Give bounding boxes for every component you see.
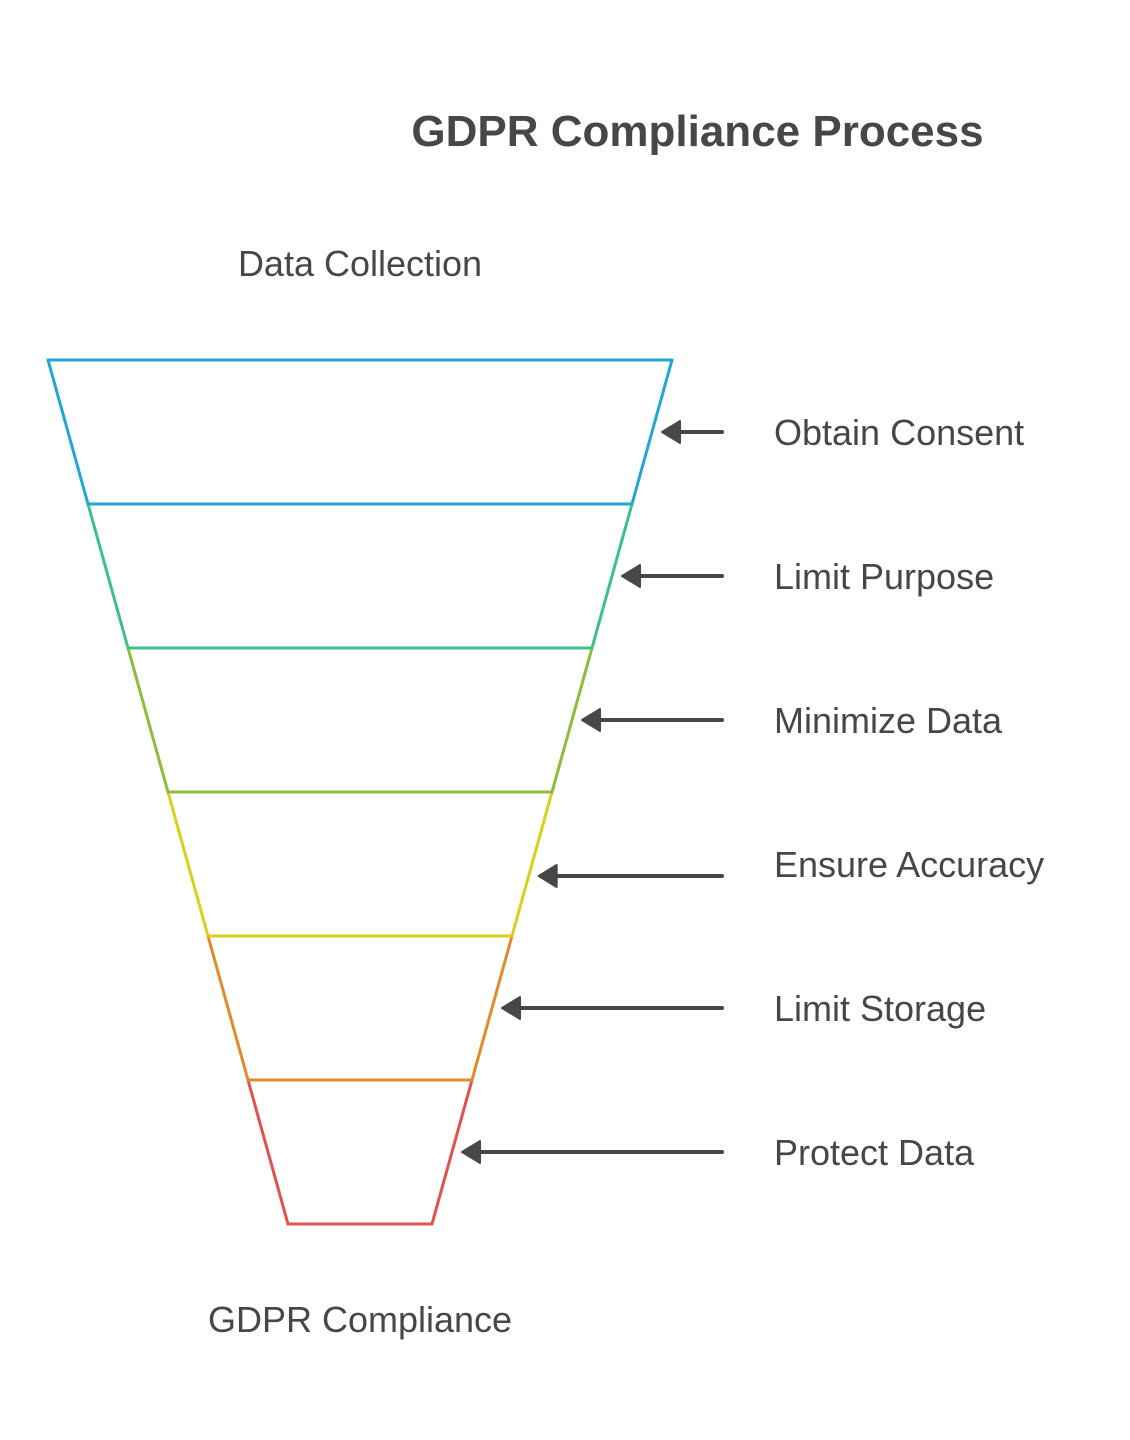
funnel-arrows xyxy=(461,420,724,1164)
funnel-stage-label: Limit Storage xyxy=(774,988,986,1029)
funnel-stage-right-edge xyxy=(550,646,594,794)
funnel-stage-right-edge xyxy=(470,934,514,1082)
funnel-stage-left-edge xyxy=(206,934,250,1082)
funnel-stage-right-edge xyxy=(630,358,674,506)
arrow-head-icon xyxy=(537,864,558,888)
arrow-head-icon xyxy=(621,564,641,588)
arrow-head-icon xyxy=(661,420,681,444)
funnel-stage-left-edge xyxy=(86,502,130,650)
funnel-stage-left-edge xyxy=(246,1078,290,1226)
funnel-stage-label: Minimize Data xyxy=(774,700,1003,741)
funnel-stage-left-edge xyxy=(46,358,90,506)
funnel-stage-label: Obtain Consent xyxy=(774,412,1024,453)
funnel-output-label: GDPR Compliance xyxy=(207,1299,513,1340)
funnel-stage-label: Protect Data xyxy=(774,1132,975,1173)
diagram-title: GDPR Compliance Process xyxy=(411,107,984,156)
funnel-stage-right-edge xyxy=(590,502,634,650)
funnel-stage-label: Limit Purpose xyxy=(774,556,994,597)
arrow-head-icon xyxy=(581,708,601,732)
arrow-head-icon xyxy=(501,996,521,1020)
funnel-stage-left-edge xyxy=(126,646,170,794)
funnel-stage-label: Ensure Accuracy xyxy=(774,844,1044,885)
arrow-head-icon xyxy=(461,1140,481,1164)
funnel-stage-right-edge xyxy=(430,1078,474,1226)
funnel-dividers xyxy=(86,502,634,1226)
funnel-stage-right-edge xyxy=(510,790,554,938)
funnel-input-label: Data Collection xyxy=(237,243,483,284)
funnel-outline xyxy=(46,358,674,1226)
funnel-stage-left-edge xyxy=(166,790,210,938)
